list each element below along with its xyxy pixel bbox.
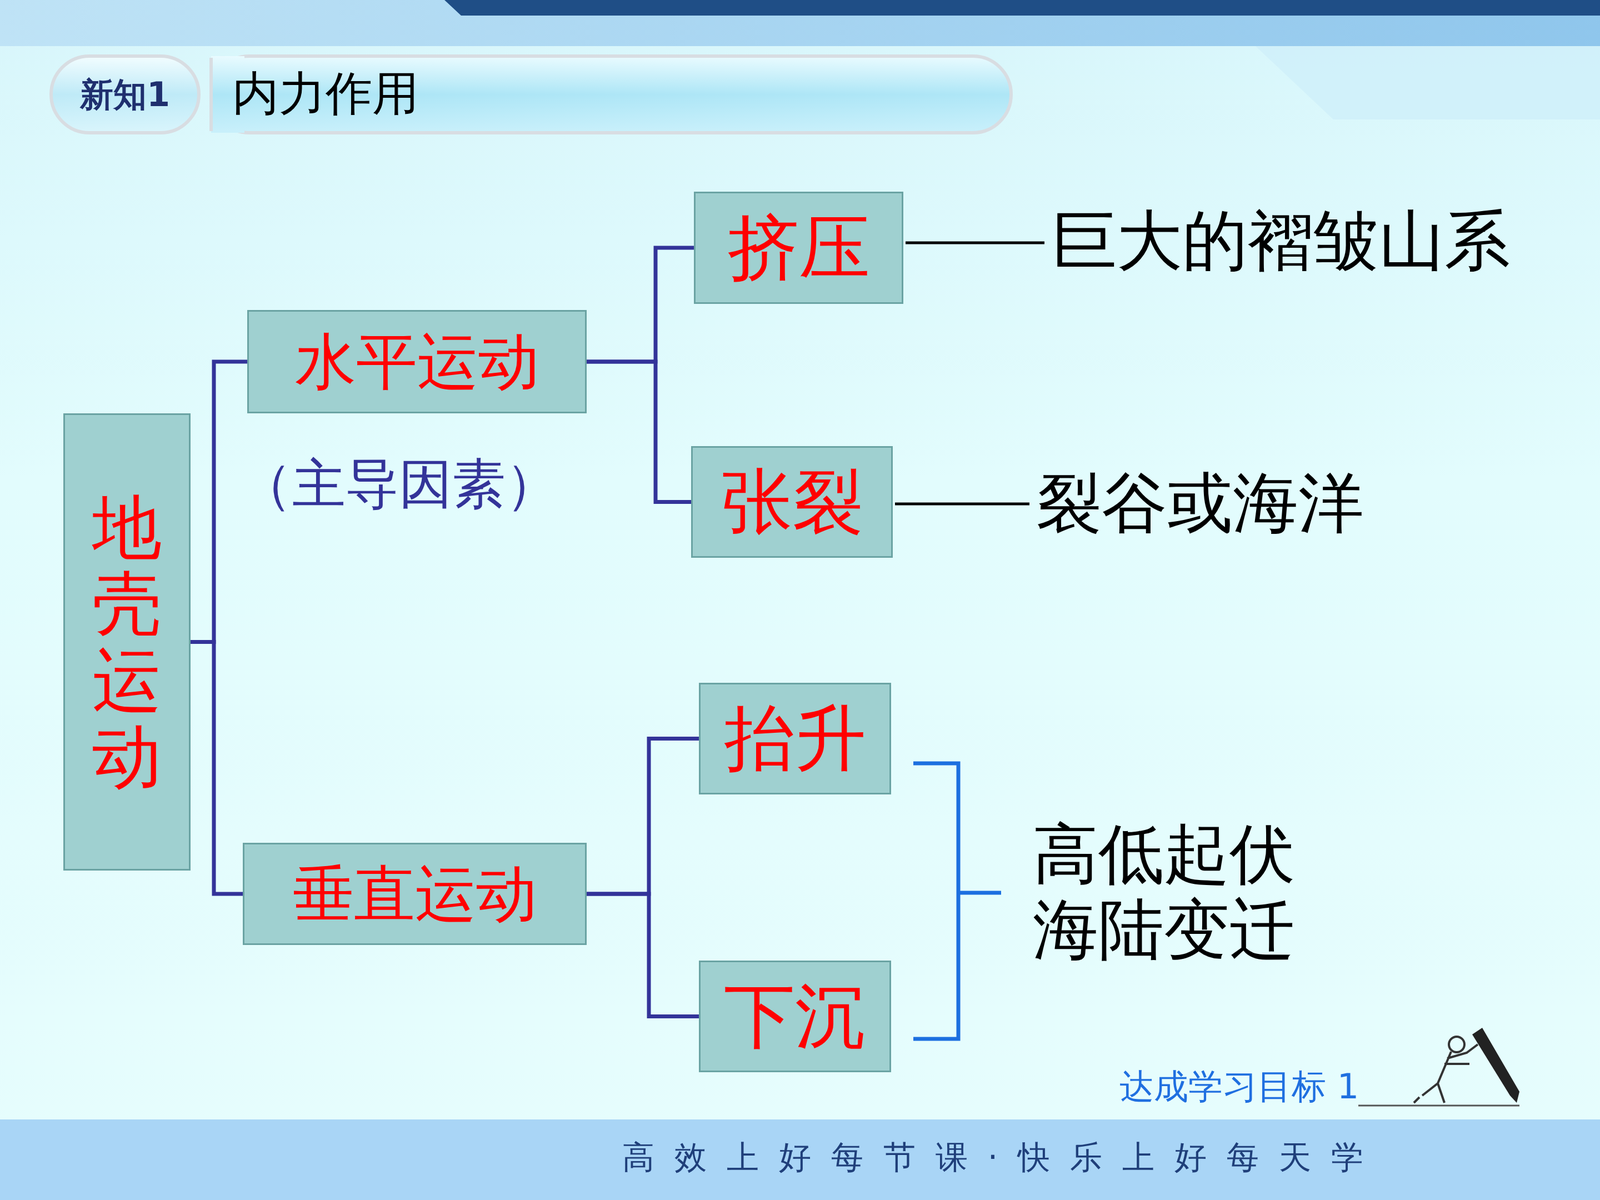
node-text: 水平运动 (295, 328, 540, 396)
result-text: 巨大的褶皱山系 (1051, 203, 1510, 279)
note-text: （主导因素） (238, 453, 559, 515)
goal-underline (1358, 1105, 1520, 1107)
top-dark-bar (444, 0, 1600, 16)
leader-line (905, 241, 1045, 245)
bracket-connector (190, 642, 243, 895)
bracket-connector (586, 893, 699, 1017)
bracket-connector (586, 361, 692, 503)
node-text: 下沉 (723, 977, 867, 1056)
result-text: 裂谷或海洋 (1036, 465, 1364, 542)
bracket-connector (586, 247, 694, 362)
bracket-connector (190, 361, 248, 643)
node-text: 抬升 (723, 699, 867, 778)
goal-label: 达成学习目标 1 (1119, 1066, 1359, 1107)
node-text: 张裂 (721, 462, 864, 542)
process-box: 张裂 (691, 446, 893, 558)
top-right-shade (1255, 46, 1600, 120)
section-number: 新知1 (55, 75, 195, 114)
top-band (0, 0, 1600, 47)
title-bar (211, 56, 1012, 133)
node-text: 地壳运动 (92, 489, 162, 795)
merge-bracket (913, 763, 1002, 1039)
process-box: 挤压 (693, 191, 904, 304)
pen-icon (1472, 1027, 1520, 1103)
slide-title: 内力作用 (232, 66, 419, 121)
root-box: 地壳运动 (63, 413, 191, 871)
section-pill (51, 56, 199, 133)
result-text: 高低起伏 海陆变迁 (1032, 816, 1344, 968)
stick-figure (1413, 1036, 1478, 1103)
leader-line (895, 502, 1030, 506)
process-box: 抬升 (698, 682, 892, 795)
category-box: 水平运动 (247, 310, 587, 414)
bracket-connector (586, 738, 699, 895)
process-box: 下沉 (698, 960, 892, 1073)
node-text: 垂直运动 (292, 860, 538, 928)
footer-band (0, 1119, 1600, 1200)
footer-slogan: 高效上好每节课·快乐上好每天学 (622, 1138, 1384, 1177)
category-box: 垂直运动 (242, 842, 587, 945)
node-text: 挤压 (727, 208, 870, 288)
title-bar-edge (209, 57, 213, 132)
